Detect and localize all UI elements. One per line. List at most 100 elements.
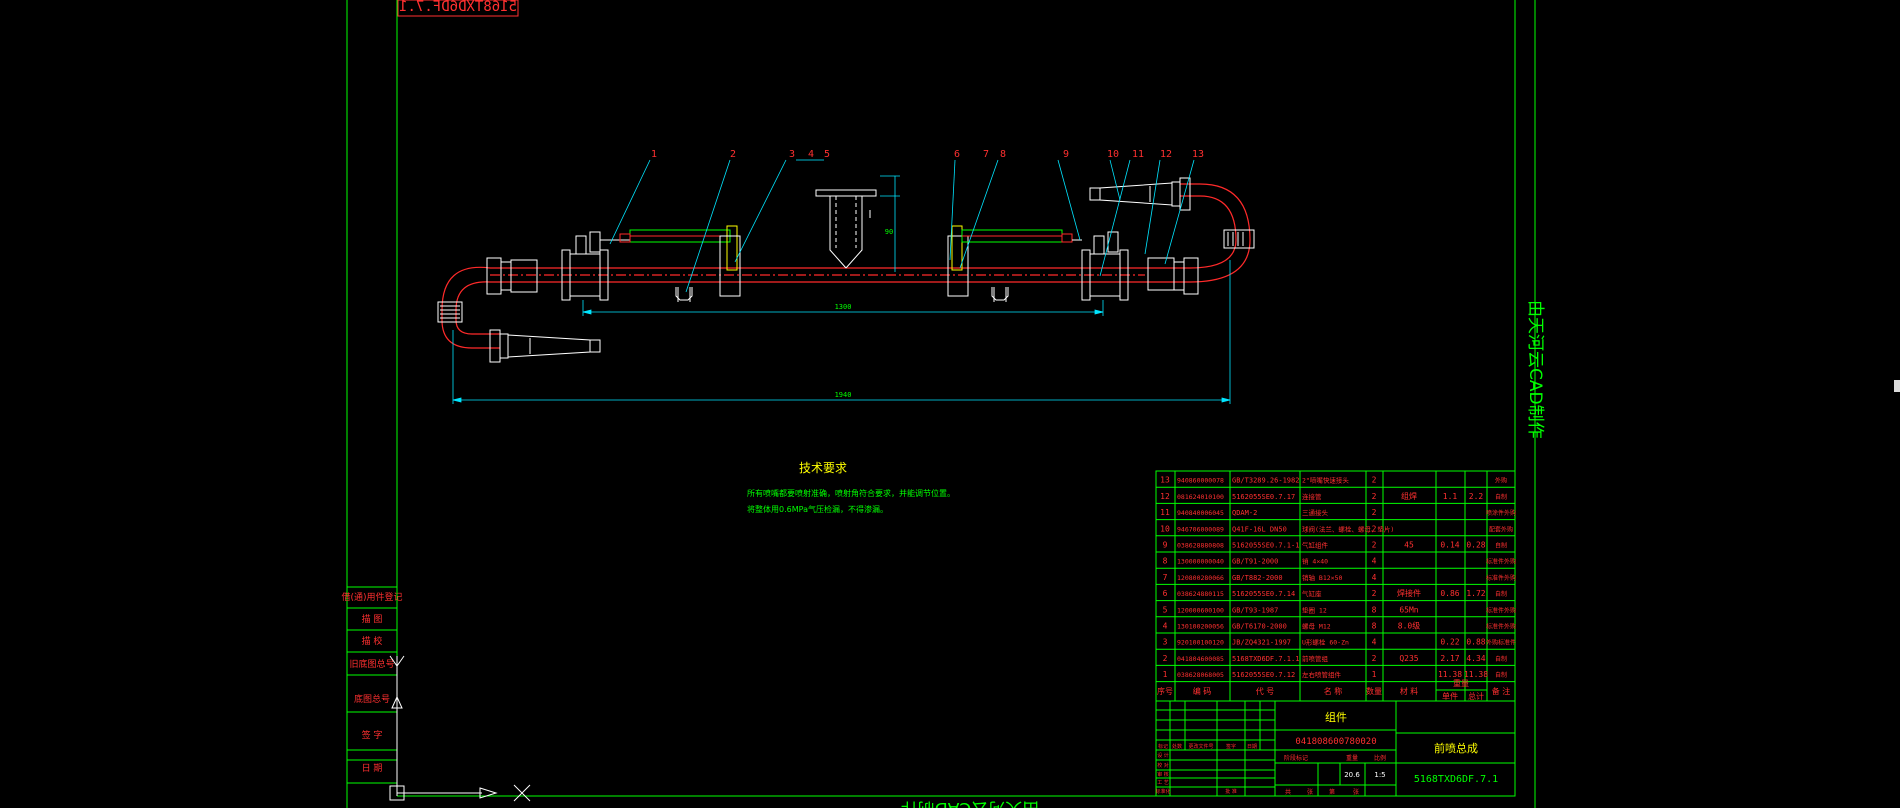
bom-cell-name: 三通接头 (1302, 508, 1329, 517)
bom-h-no: 序号 (1157, 686, 1173, 696)
bom-cell-qty: 8 (1372, 622, 1377, 631)
bom-cell-note: 自制 (1495, 590, 1507, 598)
leader-lines (609, 159, 1195, 293)
bom-cell-note: 配套外购 (1489, 525, 1513, 533)
dim-height: 90 (885, 228, 893, 236)
right-bend-fittings (1089, 177, 1255, 295)
dim-overall: 1940 (835, 391, 852, 399)
bom-cell-std: JB/ZQ4321-1997 (1232, 639, 1291, 647)
balloon-11: 11 (1132, 149, 1144, 160)
balloon-12: 12 (1160, 149, 1172, 160)
balloon-3: 3 (789, 149, 795, 160)
tb-sheet-2: 第 (1329, 788, 1335, 796)
tech-title: 技术要求 (799, 461, 847, 475)
left-table-labels: 借(通)用件登记 描 图 描 校 旧底图总号 底图总号 签 字 日 期 (341, 591, 402, 774)
bom-cell-no: 11 (1160, 508, 1170, 517)
left-cylinder (610, 225, 741, 297)
bom-cell-name: 连接管 (1302, 492, 1322, 501)
bom-cell-name: 销轴 B12×50 (1302, 573, 1342, 582)
bom-cell-note: 喷涂件外购 (1486, 509, 1516, 517)
bom-h-qty: 数量 (1366, 686, 1382, 696)
bom-h-std: 代 号 (1256, 686, 1275, 696)
tb-sign-5: 批 准 (1225, 788, 1237, 795)
bom-cell-qty: 2 (1372, 654, 1377, 663)
tb-scale: 1:5 (1374, 771, 1385, 779)
bom-cell-unit: 0.22 (1440, 638, 1459, 647)
balloon-6: 6 (954, 149, 960, 160)
bom-row-lines (1156, 486, 1515, 683)
ucs-icon (389, 655, 531, 802)
bom-cell-name: 销 4×40 (1302, 557, 1328, 566)
bom-cell-note: 自制 (1495, 655, 1507, 663)
bom-cell-std: GB/T93-1987 (1232, 606, 1278, 614)
scrollbar-thumb[interactable] (1894, 380, 1900, 392)
bom-cell-mat: 65Mn (1399, 605, 1418, 614)
bom-cell-code: 120800280066 (1177, 574, 1224, 582)
right-clamps (991, 287, 1009, 302)
bom-cell-std: GB/T91-2000 (1232, 558, 1278, 566)
assembly-drawing[interactable]: 1300 1940 90 (437, 159, 1255, 404)
technical-requirements: 技术要求 所有喷嘴都要喷射准确，喷射角符合要求，并能调节位置。 将整体用0.6M… (747, 461, 955, 514)
tb-rev-0: 标记 (1158, 743, 1168, 750)
bom-cell-qty: 4 (1372, 557, 1377, 566)
bom-cell-code: 038628880808 (1177, 542, 1224, 550)
balloon-5: 5 (824, 149, 830, 160)
left-label-3: 旧底图总号 (349, 658, 394, 670)
bom-h-weight: 重量 (1453, 678, 1469, 688)
bom-cell-note: 自制 (1495, 493, 1507, 501)
bom-cell-name: 气缸座 (1302, 589, 1322, 598)
bom-cell-mat: 8.0级 (1398, 621, 1420, 631)
bom-cell-note: 标准件外购 (1486, 623, 1516, 631)
bom-cell-note: 外购标准件 (1486, 639, 1516, 647)
title-block-text: 组件 041808600780020 前喷总成 5168TXD6DF.7.1 阶… (1155, 710, 1498, 796)
bom-cell-note: 标准件外购 (1486, 574, 1516, 582)
bom-cell-qty: 2 (1372, 476, 1377, 485)
bom-cell-no: 3 (1163, 638, 1168, 647)
bom-cell-total: 1.72 (1466, 589, 1485, 598)
tech-line-2: 将整体用0.6MPa气压检漏，不得渗漏。 (747, 504, 888, 514)
bom-cell-name: 球阀(法兰、螺栓、螺母、垫片) (1302, 524, 1394, 533)
bom-cell-code: 920100100120 (1177, 639, 1224, 647)
tb-drawing-code: 041808600780020 (1295, 737, 1376, 747)
bom-cell-unit: 11.38 (1438, 670, 1462, 679)
balloon-4: 4 (808, 149, 814, 160)
bom-cell-no: 2 (1163, 654, 1168, 663)
balloon-9: 9 (1063, 149, 1069, 160)
bom-cell-code: 940840006045 (1177, 509, 1224, 517)
bom-cell-total: 2.2 (1469, 492, 1484, 501)
bom-cell-no: 5 (1163, 605, 1168, 614)
bom-cell-qty: 1 (1372, 670, 1377, 679)
balloon-10: 10 (1107, 149, 1119, 160)
bom-cell-note: 自制 (1495, 671, 1507, 679)
bom-cell-mat: 焊接件 (1397, 588, 1421, 598)
bom-cell-code: 940860000078 (1177, 477, 1224, 485)
bom-cell-name: 气缸组件 (1302, 541, 1329, 550)
tb-weight: 20.6 (1344, 771, 1360, 779)
bom-h-total: 总计 (1468, 691, 1484, 701)
tb-rev-3: 签字 (1226, 743, 1236, 750)
left-label-1: 描 图 (362, 613, 383, 625)
bom-cell-qty: 2 (1372, 524, 1377, 533)
bom-cell-total: 0.28 (1466, 541, 1485, 550)
bom-cell-no: 6 (1163, 589, 1168, 598)
bom-cell-name: 垫圈 12 (1302, 605, 1327, 614)
bom-cell-unit: 1.1 (1443, 492, 1458, 501)
bom-cell-unit: 0.14 (1440, 541, 1459, 550)
bom-cell-unit: 2.17 (1440, 654, 1459, 663)
bom-h-mat: 材 料 (1400, 686, 1419, 696)
bom-cell-std: QDAM-2 (1232, 509, 1257, 517)
bom-cell-note: 外购 (1495, 477, 1507, 485)
top-stamp: 5168TXD6DF.7.1 (397, 0, 519, 17)
bom-cell-name: 螺母 M12 (1302, 622, 1331, 631)
title-block (1155, 700, 1516, 797)
